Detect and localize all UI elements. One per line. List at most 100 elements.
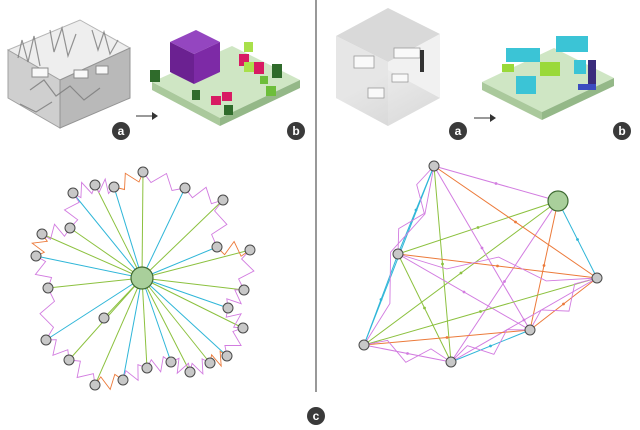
graph-node <box>108 181 120 193</box>
graph-node <box>221 350 233 362</box>
edge-ring <box>122 364 148 382</box>
svg-text:b: b <box>292 124 299 138</box>
edge-ring <box>363 165 435 346</box>
edge-ring <box>41 223 71 241</box>
badge-b-left: b <box>287 122 305 140</box>
edge-arrow-head <box>406 352 409 355</box>
graph-node <box>591 272 603 284</box>
edge-ring <box>45 339 70 361</box>
sofa-3 <box>516 76 536 94</box>
graph-node <box>40 334 52 346</box>
box-lime-1 <box>244 42 253 52</box>
badge-c: c <box>307 407 325 425</box>
graph-node <box>165 356 177 368</box>
edge-arrow-head <box>423 306 426 310</box>
sofa-4 <box>574 60 586 74</box>
edge-ring <box>226 289 245 309</box>
edge-spoke <box>141 277 172 363</box>
badge-a-right: a <box>449 122 467 140</box>
edge-arrow-head <box>503 280 506 283</box>
table-1 <box>540 62 560 76</box>
wardrobe-box <box>170 30 220 84</box>
edge-spoke <box>141 187 186 279</box>
scan-scene-left <box>6 19 132 129</box>
edge-arrow-head <box>479 310 482 313</box>
edge-ring <box>450 329 531 363</box>
graph-node <box>98 312 110 324</box>
edge-arrow-head <box>489 344 492 348</box>
badge-a-left: a <box>112 122 130 140</box>
edge-spoke <box>141 277 228 357</box>
scene-graph-right <box>358 160 603 368</box>
edge-ring <box>170 357 191 375</box>
edge-ring <box>397 165 435 255</box>
edge-spoke <box>141 277 211 364</box>
edge-arrow-head <box>542 264 546 267</box>
box-pink-4 <box>222 92 232 101</box>
arrow-right-top-head <box>490 114 496 122</box>
box-green-1 <box>266 86 276 96</box>
edge-spoke <box>122 277 143 381</box>
edge-ring <box>146 355 172 373</box>
graph-node <box>238 284 250 296</box>
edge-ring <box>39 287 56 341</box>
graph-node <box>222 302 234 314</box>
graph-node <box>217 194 229 206</box>
edge-spoke <box>35 255 143 279</box>
edge-arrow-head <box>522 318 526 322</box>
edge-ring <box>94 177 115 195</box>
edge-spoke <box>94 184 143 279</box>
edge-arrow-head <box>494 182 498 185</box>
edge-ring <box>189 358 211 376</box>
graph-node <box>445 356 457 368</box>
edge-arrow-head <box>562 302 565 306</box>
table-2 <box>502 64 514 72</box>
graph-node <box>89 179 101 191</box>
graph-node <box>30 250 42 262</box>
graph-node <box>358 339 370 351</box>
sofa-1 <box>506 48 540 62</box>
edge-arrow-head <box>379 298 383 301</box>
graph-node <box>524 324 536 336</box>
edge-spoke <box>141 277 191 373</box>
graph-node <box>137 166 149 178</box>
edge-ring <box>113 171 144 191</box>
edge-spoke <box>141 246 218 279</box>
graph-node <box>428 160 440 172</box>
box-lime-2 <box>244 62 254 72</box>
box-pink-3 <box>211 96 221 105</box>
scene-graph-left <box>30 166 256 391</box>
edge-spoke <box>72 192 143 279</box>
box-pink-2 <box>254 62 264 74</box>
box-green-2 <box>260 76 268 84</box>
scan-scene-right <box>336 8 440 126</box>
edge-spoke <box>141 171 144 279</box>
edge-ring <box>529 277 598 331</box>
edge-ring <box>34 255 53 289</box>
arrow-left-top-head <box>152 112 158 120</box>
edge-arrow-head <box>445 336 449 339</box>
edge-spoke <box>141 199 224 279</box>
edge-spoke <box>141 277 229 309</box>
edge-spoke <box>94 277 143 386</box>
svg-text:c: c <box>313 409 320 423</box>
edge-spoke <box>41 233 143 279</box>
graph-node <box>244 244 256 256</box>
edge-spoke <box>47 277 143 289</box>
edge-ring <box>142 171 186 192</box>
graph-node <box>89 379 101 391</box>
edge-ring <box>184 186 224 205</box>
edge-arrow-head <box>480 246 484 250</box>
graph-node <box>237 322 249 334</box>
edge-ring <box>68 359 96 386</box>
graph-node <box>63 354 75 366</box>
badge-b-right: b <box>613 122 631 140</box>
edge-spoke <box>141 249 251 279</box>
edge-ring <box>397 253 598 282</box>
svg-text:a: a <box>118 124 125 138</box>
box-pink-1 <box>239 54 249 66</box>
graph-hub-node <box>547 190 569 212</box>
sofa-2 <box>556 36 588 52</box>
tv-screen <box>588 60 596 86</box>
